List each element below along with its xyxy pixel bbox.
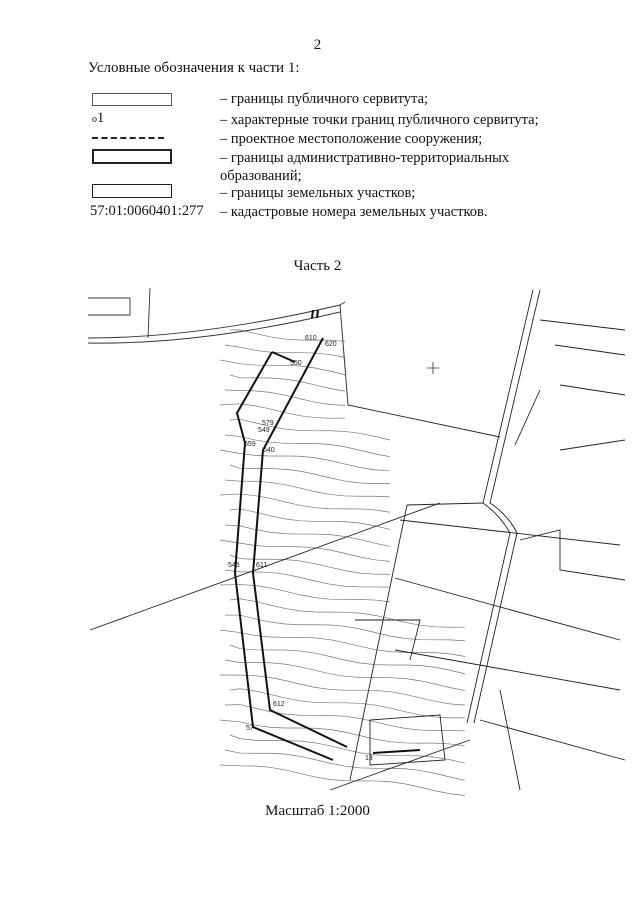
contour-line <box>229 554 391 575</box>
point-label: 57 <box>246 725 254 732</box>
point-label: 549 <box>258 427 270 434</box>
legend-text: – границы земельных участков; <box>220 185 416 201</box>
legend-text: – границы публичного сервитута; <box>220 91 429 107</box>
point-label: 545 <box>228 562 240 569</box>
point-label: 611 <box>256 562 267 569</box>
point-label: 610 <box>305 335 317 342</box>
legend-symbol-cadastral-number: 57:01:0060401:277 <box>90 203 204 219</box>
crosshair-icon <box>427 362 439 374</box>
contour-line <box>229 329 346 342</box>
contour-line <box>219 449 391 472</box>
contour-line <box>224 479 391 498</box>
contour-line <box>224 569 391 588</box>
legend-text: – проектное местоположение сооружения; <box>220 131 483 147</box>
point-label: 579 <box>262 420 274 427</box>
legend-symbol-admin-boundary <box>92 149 172 164</box>
contour-line <box>224 749 466 781</box>
point-label: 640 <box>263 447 275 454</box>
map-scale: Масштаб 1:2000 <box>265 803 370 819</box>
land-plot-boundaries <box>89 289 626 791</box>
point-label: 550 <box>290 360 302 367</box>
contour-line <box>229 644 466 675</box>
point-label: 1 <box>97 110 105 126</box>
legend-title: Условные обозначения к части 1: <box>88 60 300 76</box>
legend-text: – границы административно-территориальны… <box>220 150 510 184</box>
contour-line <box>224 344 346 358</box>
contour-line <box>224 524 391 547</box>
legend-symbol-servitude-boundary <box>92 93 172 106</box>
contour-line <box>219 539 391 562</box>
contour-line <box>229 374 346 392</box>
contour-line <box>219 359 346 376</box>
part-title: Часть 2 <box>293 258 342 274</box>
legend-symbol-dashed-line <box>92 137 164 139</box>
legend-text: – характерные точки границ публичного се… <box>220 112 539 128</box>
contour-line <box>229 734 466 764</box>
contour-lines <box>219 329 466 796</box>
contour-line <box>229 508 391 530</box>
contour-line <box>229 418 391 441</box>
contour-line <box>229 598 466 628</box>
contour-line <box>224 704 466 732</box>
contour-line <box>219 403 346 419</box>
servitude-boundary <box>233 309 421 761</box>
contour-line <box>219 584 391 603</box>
contour-line <box>224 389 346 406</box>
page-number: 2 <box>313 37 322 53</box>
contour-line <box>229 464 391 485</box>
contour-line <box>224 614 466 642</box>
contour-line <box>219 764 466 796</box>
legend-symbol-land-plot-boundary <box>92 184 172 198</box>
legend-symbol-point: o1 <box>92 110 105 126</box>
point-label: 13 <box>365 755 373 762</box>
contour-line <box>219 493 391 513</box>
contour-line <box>229 688 466 719</box>
road <box>87 287 346 344</box>
contour-line <box>219 719 466 747</box>
contour-line <box>224 434 391 457</box>
point-label: 559 <box>244 441 256 448</box>
contour-line <box>219 629 466 657</box>
contour-line <box>219 674 466 706</box>
legend-text: – кадастровые номера земельных участков. <box>220 204 488 220</box>
point-label: 612 <box>273 701 285 708</box>
contour-line <box>224 659 466 691</box>
point-label: 620 <box>325 341 337 348</box>
